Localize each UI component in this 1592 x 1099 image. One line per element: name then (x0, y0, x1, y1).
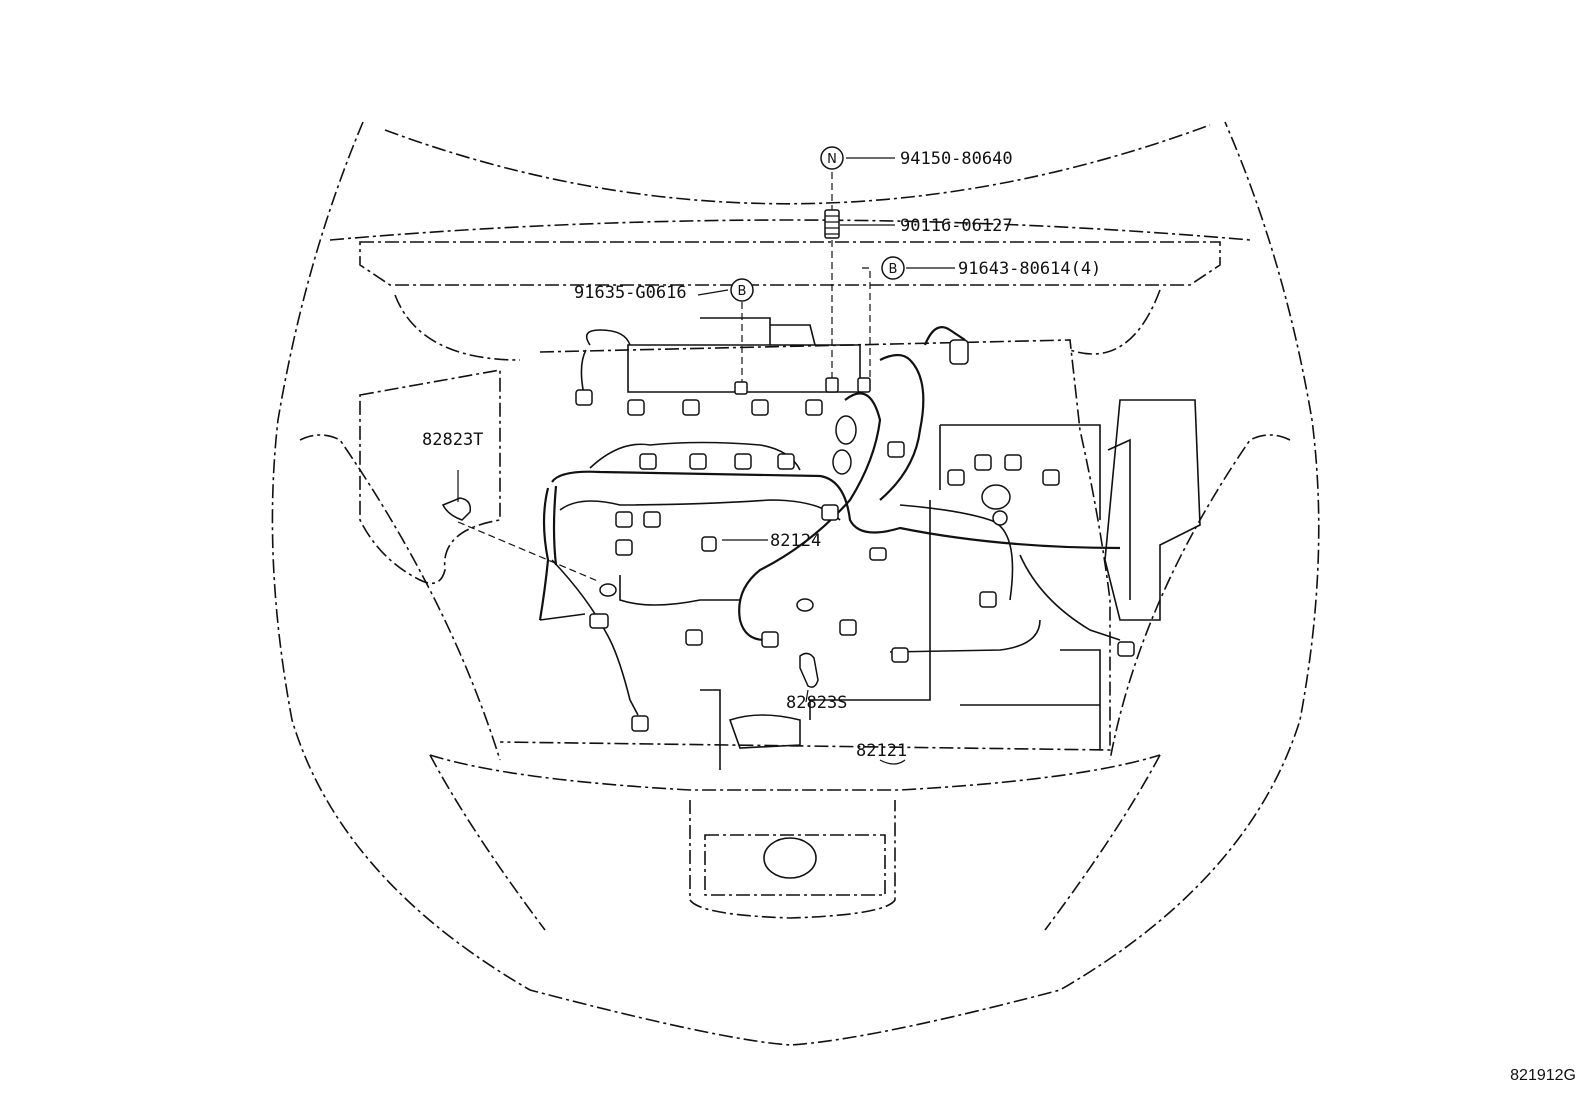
part-label-stud: 90116-06127 (900, 216, 1013, 236)
connectors (575, 339, 1135, 732)
engine-components (559, 317, 1201, 770)
svg-text:B: B (889, 262, 898, 277)
svg-text:N: N (827, 152, 837, 167)
part-label-wire-82121: 82121 (856, 741, 907, 761)
part-label-clamp-s: 82823S (786, 693, 847, 713)
vehicle-body-outline (271, 121, 1320, 1046)
part-label-wire-82124: 82124 (770, 531, 821, 551)
part-label-nut: 94150-80640 (900, 149, 1013, 169)
part-label-bolt-b: 91635-G0616 (574, 283, 687, 303)
part-label-bolt-a: 91643-80614(4) (958, 259, 1101, 279)
fastener-stack (734, 209, 871, 395)
leader-lines (457, 157, 955, 765)
marker-b-right: B (881, 256, 905, 280)
clamp-t-part (441, 497, 472, 521)
marker-b-left: B (730, 278, 754, 302)
clamp-s-part (799, 652, 819, 688)
diagram-reference-code: 821912G (1510, 1067, 1576, 1084)
part-label-clamp-t: 82823T (422, 430, 483, 450)
svg-text:B: B (738, 284, 747, 299)
marker-n: N (820, 146, 844, 170)
